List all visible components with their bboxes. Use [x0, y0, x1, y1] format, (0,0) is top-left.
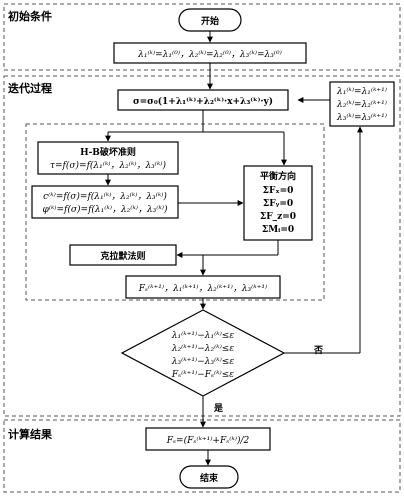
- init-box-text: λ₁⁽ᵏ⁾=λ₁⁽⁰⁾，λ₂⁽ᵏ⁾=λ₂⁽⁰⁾，λ₃⁽ᵏ⁾=λ₃⁽⁰⁾: [137, 49, 282, 60]
- section-init-label: 初始条件: [8, 9, 52, 23]
- balance-line-1: ΣFₓ=0: [263, 186, 294, 196]
- phi-line: φ⁽ᵏ⁾=f(σ)=f(λ₁⁽ᵏ⁾，λ₂⁽ᵏ⁾，λ₃⁽ᵏ⁾): [43, 204, 168, 215]
- no-label: 否: [313, 345, 323, 356]
- c-line: c⁽ᵏ⁾=f(σ)=f(λ₁⁽ᵏ⁾，λ₂⁽ᵏ⁾，λ₃⁽ᵏ⁾): [43, 191, 167, 202]
- section-iter-label: 迭代过程: [8, 81, 52, 95]
- sigma-box-text: σ=σ₀(1+λ₁⁽ᵏ⁾+λ₂⁽ᵏ⁾·x+λ₃⁽ᵏ⁾·y): [133, 96, 273, 107]
- end-label: 结束: [200, 472, 219, 484]
- update-line-2: λ₂⁽ᵏ⁾=λ₂⁽ᵏ⁺¹⁾: [336, 99, 387, 110]
- section-iter-frame: [3, 75, 401, 417]
- end-terminal: [179, 465, 239, 489]
- final-text: Fₛ=(Fₛ⁽ᵏ⁺¹⁾+Fₛ⁽ᵏ⁾)/2: [166, 435, 250, 446]
- balance-line-2: ΣFᵧ=0: [263, 199, 293, 209]
- yes-label: 是: [213, 403, 224, 414]
- update-box: [329, 81, 395, 127]
- section-result-frame: [3, 419, 401, 493]
- balance-title: 平衡方向: [260, 170, 296, 182]
- start-label: 开始: [201, 15, 219, 27]
- cramer-box: [69, 244, 177, 266]
- cramer-text: 克拉默法则: [100, 250, 145, 262]
- hb-title: H-B破坏准则: [80, 146, 136, 158]
- section-init-frame: [3, 3, 401, 71]
- c-phi-box: [31, 185, 179, 219]
- update-line-1: λ₁⁽ᵏ⁾=λ₁⁽ᵏ⁺¹⁾: [336, 86, 387, 97]
- inner-loop-frame: [25, 123, 325, 301]
- hb-line: τ=f(σ)=f(λ₁⁽ᵏ⁾，λ₂⁽ᵏ⁾，λ₃⁽ᵏ⁾): [50, 160, 166, 171]
- decision-line-2: λ₂⁽ᵏ⁺¹⁾−λ₂⁽ᵏ⁾≤ε: [171, 343, 234, 354]
- balance-line-3: ΣF_z=0: [260, 212, 296, 222]
- decision-line-3: λ₃⁽ᵏ⁺¹⁾−λ₃⁽ᵏ⁾≤ε: [171, 356, 234, 367]
- decision-line-1: λ₁⁽ᵏ⁺¹⁾−λ₁⁽ᵏ⁾≤ε: [171, 330, 234, 341]
- section-result-label: 计算结果: [8, 427, 52, 441]
- update-line-3: λ₃⁽ᵏ⁾=λ₃⁽ᵏ⁺¹⁾: [336, 112, 387, 123]
- balance-line-4: ΣMᵢ=0: [262, 225, 294, 235]
- solution-text: Fₛ⁽ᵏ⁺¹⁾，λ₁⁽ᵏ⁺¹⁾，λ₂⁽ᵏ⁺¹⁾，λ₃⁽ᵏ⁺¹⁾: [138, 283, 267, 294]
- decision-line-4: Fₛ⁽ᵏ⁺¹⁾−Fₛ⁽ᵏ⁾≤ε: [171, 369, 234, 380]
